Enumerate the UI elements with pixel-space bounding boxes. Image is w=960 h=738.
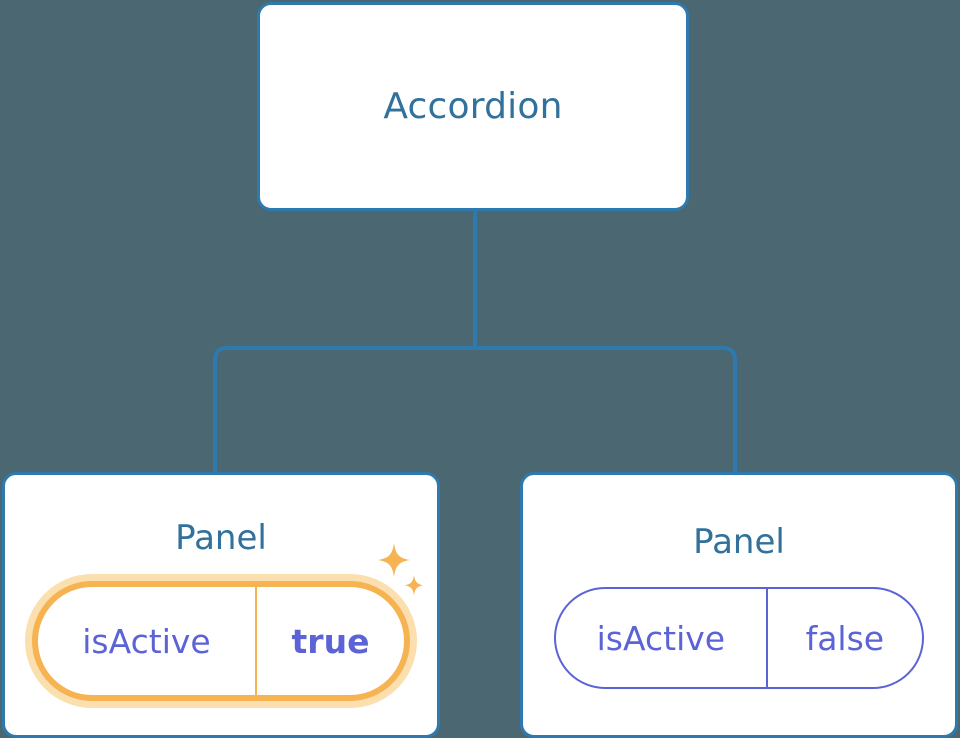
- node-panel-active[interactable]: Panel isActive true: [2, 472, 440, 738]
- prop-pill-highlighted[interactable]: isActive true: [32, 581, 410, 701]
- node-panel-inactive[interactable]: Panel isActive false: [520, 472, 958, 738]
- node-accordion[interactable]: Accordion: [257, 2, 689, 211]
- prop-value: false: [805, 618, 885, 658]
- sparkle-large: [378, 543, 410, 577]
- node-title: Panel: [175, 518, 267, 558]
- prop-pill[interactable]: isActive false: [554, 587, 924, 689]
- prop-pill-container: isActive false: [554, 587, 924, 689]
- sparkle-small: [404, 575, 424, 596]
- prop-key: isActive: [556, 589, 768, 687]
- prop-value: true: [291, 621, 370, 661]
- prop-pill-container: isActive true: [32, 543, 424, 701]
- connector-branch-bus: [213, 346, 737, 472]
- node-title: Panel: [693, 522, 785, 562]
- node-title: Accordion: [383, 85, 563, 127]
- prop-key: isActive: [38, 587, 257, 695]
